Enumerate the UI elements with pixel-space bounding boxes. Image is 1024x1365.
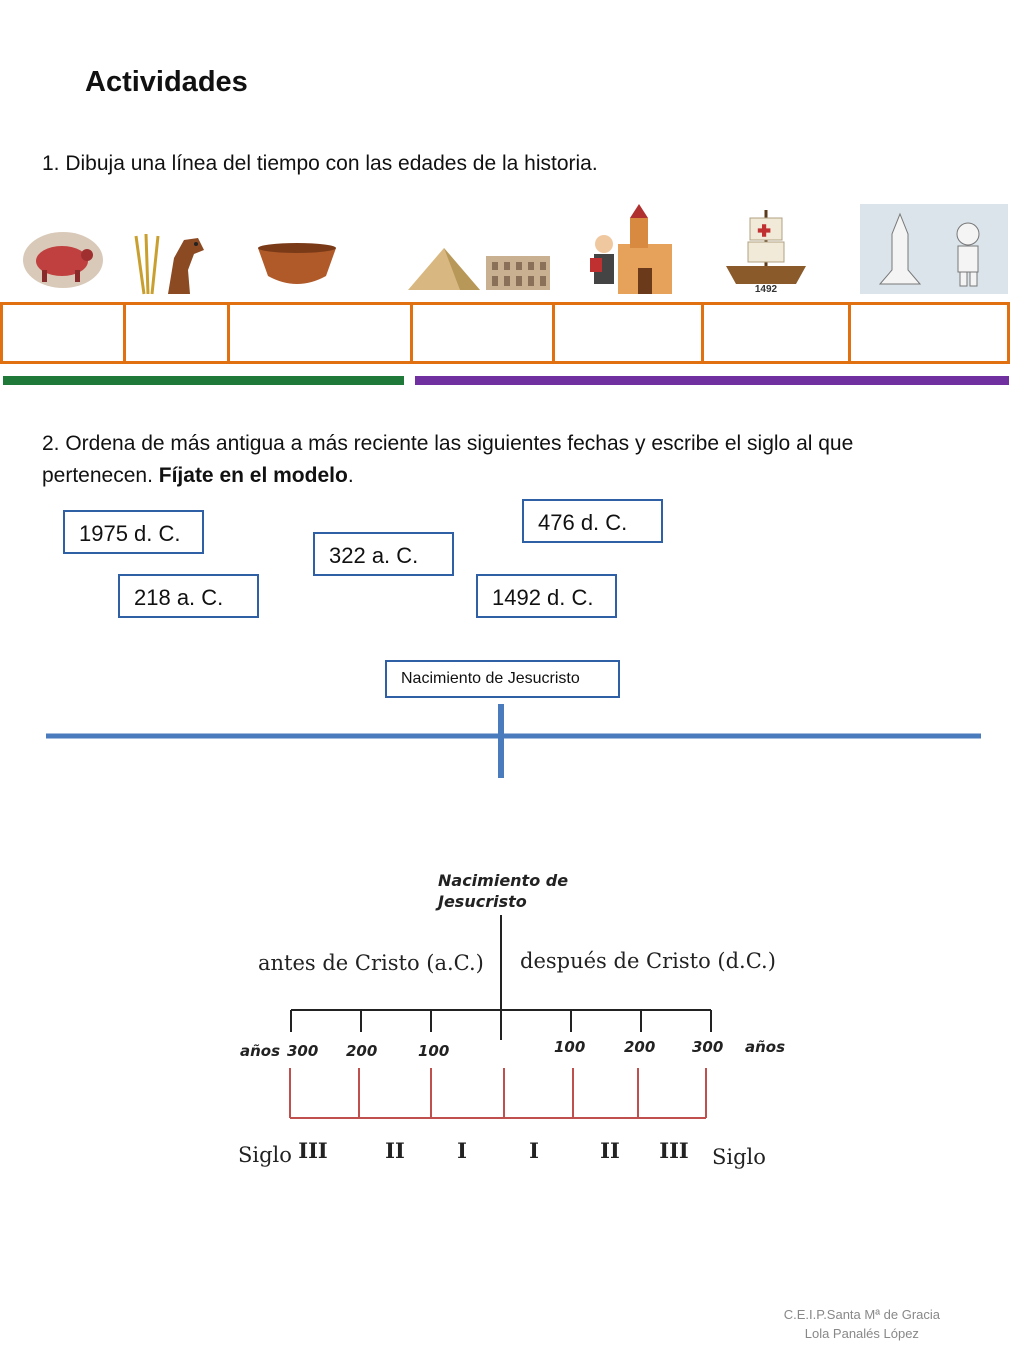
model-birth-label-2: Jesucristo — [435, 892, 527, 911]
birth-of-christ-label: Nacimiento de Jesucristo — [385, 660, 620, 698]
question-1: 1. Dibuja una línea del tiempo con las e… — [42, 152, 598, 175]
model-year-tick: 300 — [692, 1038, 723, 1056]
pyramids-colosseum-icon — [408, 248, 550, 290]
age-box[interactable] — [848, 302, 1010, 364]
age-box[interactable] — [0, 302, 126, 364]
model-century-label: III — [659, 1138, 688, 1163]
model-birth-label-1: Nacimiento de — [438, 871, 568, 890]
footer-school: C.E.I.P.Santa Mª de Gracia — [783, 1307, 940, 1322]
model-after-christ: después de Cristo (d.C.) — [520, 949, 776, 973]
strip-year-label: 1492 — [755, 284, 778, 295]
model-year-tick: 200 — [346, 1042, 377, 1060]
model-years-word-right: años — [745, 1038, 785, 1056]
date-card[interactable]: 476 d. C. — [522, 499, 663, 543]
shuttle-astronaut-icon — [860, 204, 1008, 294]
question-2-end: . — [347, 464, 354, 487]
age-box[interactable] — [552, 302, 704, 364]
footer: C.E.I.P.Santa Mª de Gracia Lola Panalés … — [784, 1305, 940, 1343]
model-year-tick: 300 — [287, 1042, 318, 1060]
question-2-text: 2. Ordena de más antigua a más reciente … — [42, 432, 854, 487]
date-card[interactable]: 1492 d. C. — [476, 574, 617, 618]
model-year-tick: 100 — [418, 1042, 449, 1060]
age-box[interactable] — [123, 302, 230, 364]
castle-knight-icon — [590, 204, 672, 294]
model-siglo-right: Siglo — [712, 1145, 766, 1169]
model-century-label: II — [385, 1138, 405, 1163]
age-box[interactable] — [227, 302, 413, 364]
model-year-tick: 200 — [624, 1038, 655, 1056]
page-title: Actividades — [85, 66, 248, 98]
clay-bowl-icon — [258, 243, 336, 284]
footer-author: Lola Panalés López — [804, 1326, 919, 1341]
model-century-label: I — [457, 1138, 467, 1163]
model-year-tick: 100 — [554, 1038, 585, 1056]
model-century-label: II — [600, 1138, 620, 1163]
question-2: 2. Ordena de más antigua a más reciente … — [42, 428, 862, 492]
date-card[interactable]: 1975 d. C. — [63, 510, 204, 554]
date-card[interactable]: 322 a. C. — [313, 532, 454, 576]
ages-timeline-boxes — [0, 302, 1010, 364]
model-siglo-left: Siglo — [238, 1143, 292, 1167]
history-bar — [415, 376, 1009, 385]
model-before-christ: antes de Cristo (a.C.) — [258, 951, 484, 975]
model-years-word-left: años — [240, 1042, 280, 1060]
century-model-diagram: Nacimiento de Jesucristo antes de Cristo… — [238, 871, 785, 1169]
wheat-horse-icon — [134, 233, 204, 295]
model-century-label: I — [529, 1138, 539, 1163]
age-box[interactable] — [701, 302, 851, 364]
caravel-ship-icon: 1492 — [726, 210, 806, 295]
age-box[interactable] — [410, 302, 555, 364]
answer-timeline — [46, 704, 981, 778]
date-card[interactable]: 218 a. C. — [118, 574, 259, 618]
history-illustrations: 1492 — [0, 200, 1010, 300]
question-2-bold: Fíjate en el modelo — [158, 464, 348, 487]
cave-painting-icon — [23, 232, 103, 288]
prehistory-bar — [3, 376, 404, 385]
model-century-label: III — [298, 1138, 327, 1163]
